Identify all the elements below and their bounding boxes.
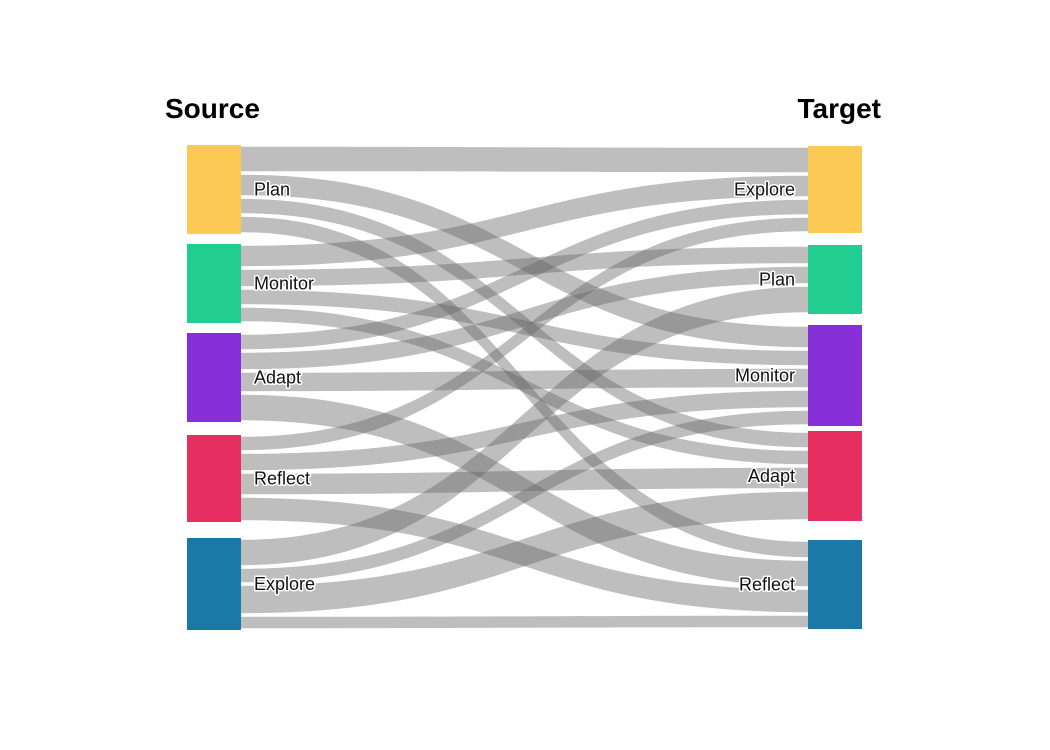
node-source-plan <box>187 145 241 234</box>
label-target-explore: Explore <box>734 180 795 200</box>
node-target-explore <box>808 146 862 233</box>
link-monitor-to-explore <box>241 175 808 267</box>
link-plan-to-monitor <box>241 174 808 348</box>
link-explore-to-plan <box>241 286 808 566</box>
link-adapt-to-reflect <box>241 394 808 587</box>
label-target-monitor: Monitor <box>735 366 795 386</box>
label-target-adapt: Adapt <box>748 466 795 486</box>
node-target-adapt <box>808 431 862 521</box>
label-source-explore: Explore <box>254 574 315 594</box>
link-reflect-to-reflect <box>241 497 808 613</box>
link-adapt-to-explore <box>241 199 808 350</box>
link-reflect-to-explore <box>241 217 808 451</box>
link-plan-to-explore <box>241 146 808 173</box>
link-monitor-to-monitor <box>241 289 808 366</box>
link-explore-to-adapt <box>241 491 808 614</box>
link-plan-to-reflect <box>241 216 808 558</box>
sankey-nodes <box>187 145 862 630</box>
node-target-plan <box>808 245 862 314</box>
node-target-monitor <box>808 325 862 426</box>
node-source-explore <box>187 538 241 630</box>
link-reflect-to-monitor <box>241 390 808 471</box>
label-source-monitor: Monitor <box>254 274 314 294</box>
node-source-adapt <box>187 333 241 422</box>
label-source-adapt: Adapt <box>254 368 301 388</box>
label-source-plan: Plan <box>254 180 290 200</box>
link-monitor-to-adapt <box>241 307 808 465</box>
link-monitor-to-plan <box>241 246 808 287</box>
link-plan-to-adapt <box>241 198 808 448</box>
sankey-links <box>241 146 808 629</box>
sankey-node-labels: PlanMonitorAdaptReflectExploreExplorePla… <box>253 178 797 596</box>
node-source-monitor <box>187 244 241 323</box>
target-column-title: Target <box>798 93 882 124</box>
link-explore-to-monitor <box>241 410 808 583</box>
source-column-title: Source <box>165 93 260 124</box>
label-target-reflect: Reflect <box>739 575 795 595</box>
link-adapt-to-monitor <box>241 368 808 392</box>
node-target-reflect <box>808 540 862 629</box>
link-adapt-to-plan <box>241 266 808 370</box>
label-source-reflect: Reflect <box>254 469 310 489</box>
link-explore-to-reflect <box>241 615 808 629</box>
node-source-reflect <box>187 435 241 522</box>
label-target-plan: Plan <box>759 270 795 290</box>
link-reflect-to-adapt <box>241 467 808 495</box>
